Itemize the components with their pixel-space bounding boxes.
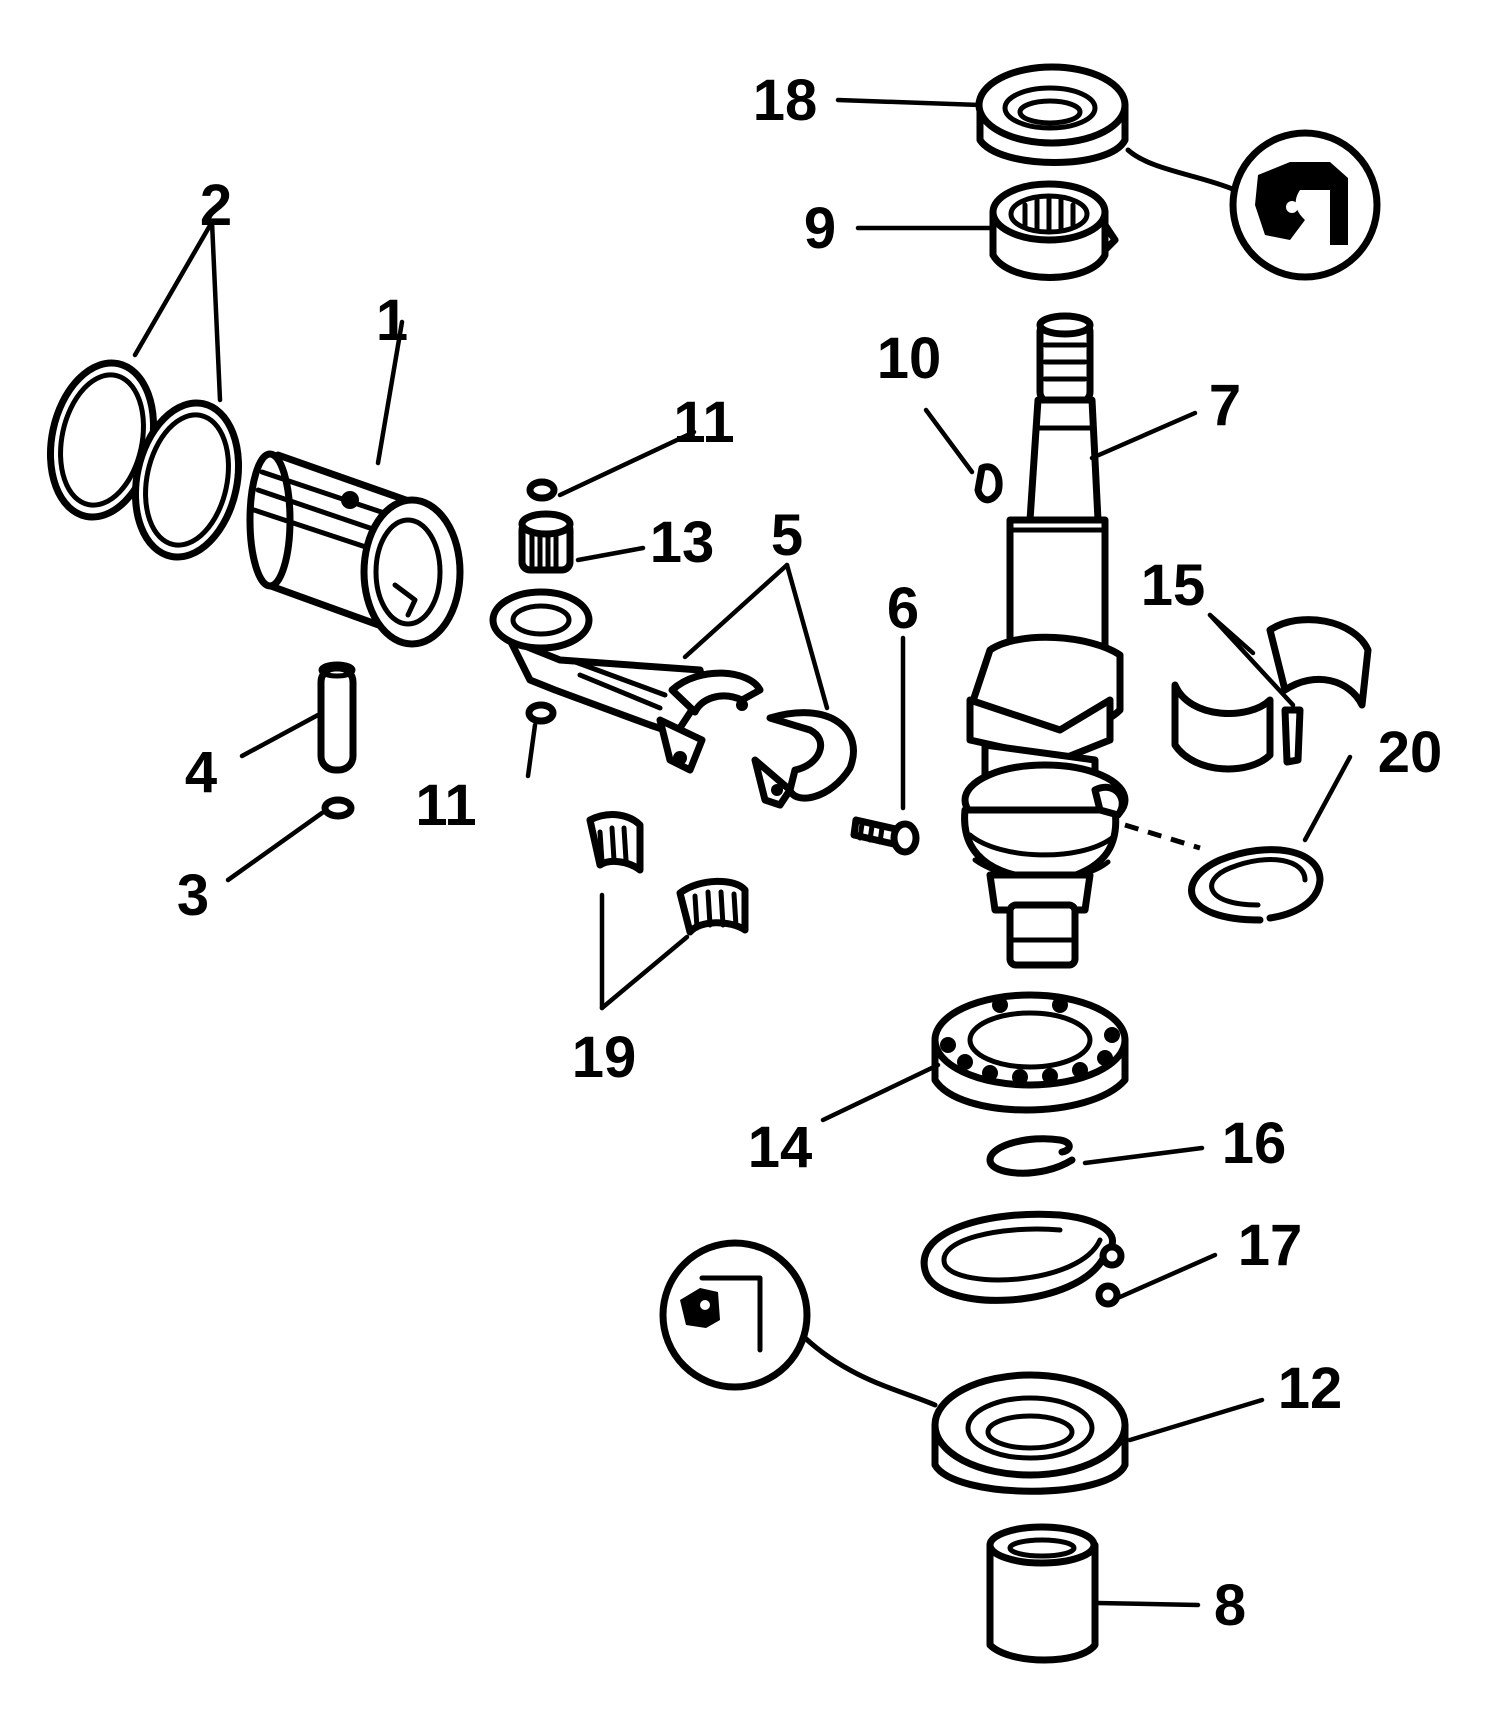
alignment-dashed-line [1124,822,1201,851]
crankshaft [961,312,1129,969]
callout-11-bottom: 11 [415,773,476,838]
rod-cap [751,709,857,809]
callout-14: 14 [748,1115,813,1180]
piston [246,450,464,648]
crankshaft-seal-ring [1188,846,1324,924]
callout-5: 5 [771,503,803,568]
callout-6: 6 [887,576,919,641]
callout-7: 7 [1209,373,1241,438]
callout-16: 16 [1222,1111,1287,1176]
sealant-symbol-icon [659,1239,938,1408]
callout-20: 20 [1378,720,1443,785]
upper-roller-bearing [989,180,1119,281]
callout-10: 10 [877,326,942,391]
pin-retainer [321,796,355,820]
upper-crankshaft-seal [975,63,1129,166]
piston-pin-needle-bearing [518,510,574,574]
callout-4: 4 [185,740,217,805]
ball-bearing [931,991,1129,1114]
callout-12: 12 [1278,1356,1343,1421]
rod-bolt [850,816,920,856]
callout-17: 17 [1238,1213,1303,1278]
lower-bushing [986,1523,1099,1664]
callout-19: 19 [572,1025,637,1090]
callout-9: 9 [804,196,836,261]
piston-rings [46,359,243,561]
callout-13: 13 [650,510,715,575]
piston-pin [317,661,357,774]
bearing-retaining-ring [986,1135,1076,1177]
connecting-rod [489,588,764,774]
callout-8: 8 [1214,1573,1246,1638]
callout-11-top: 11 [673,390,734,455]
callout-2: 2 [200,173,232,238]
woodruff-key [974,463,1003,504]
crankpin-needle-bearings [586,811,749,936]
callout-3: 3 [177,863,209,928]
lower-crankshaft-seal [931,1371,1129,1495]
callout-18: 18 [753,68,818,133]
callout-1: 1 [376,288,408,353]
leader-lines [132,97,1353,1608]
bearing-snap-ring [920,1210,1125,1308]
thrust-washers [525,478,558,725]
main-bearing-halves [1171,616,1372,773]
sealant-symbol-icon [1125,129,1381,281]
callout-15: 15 [1141,553,1206,618]
